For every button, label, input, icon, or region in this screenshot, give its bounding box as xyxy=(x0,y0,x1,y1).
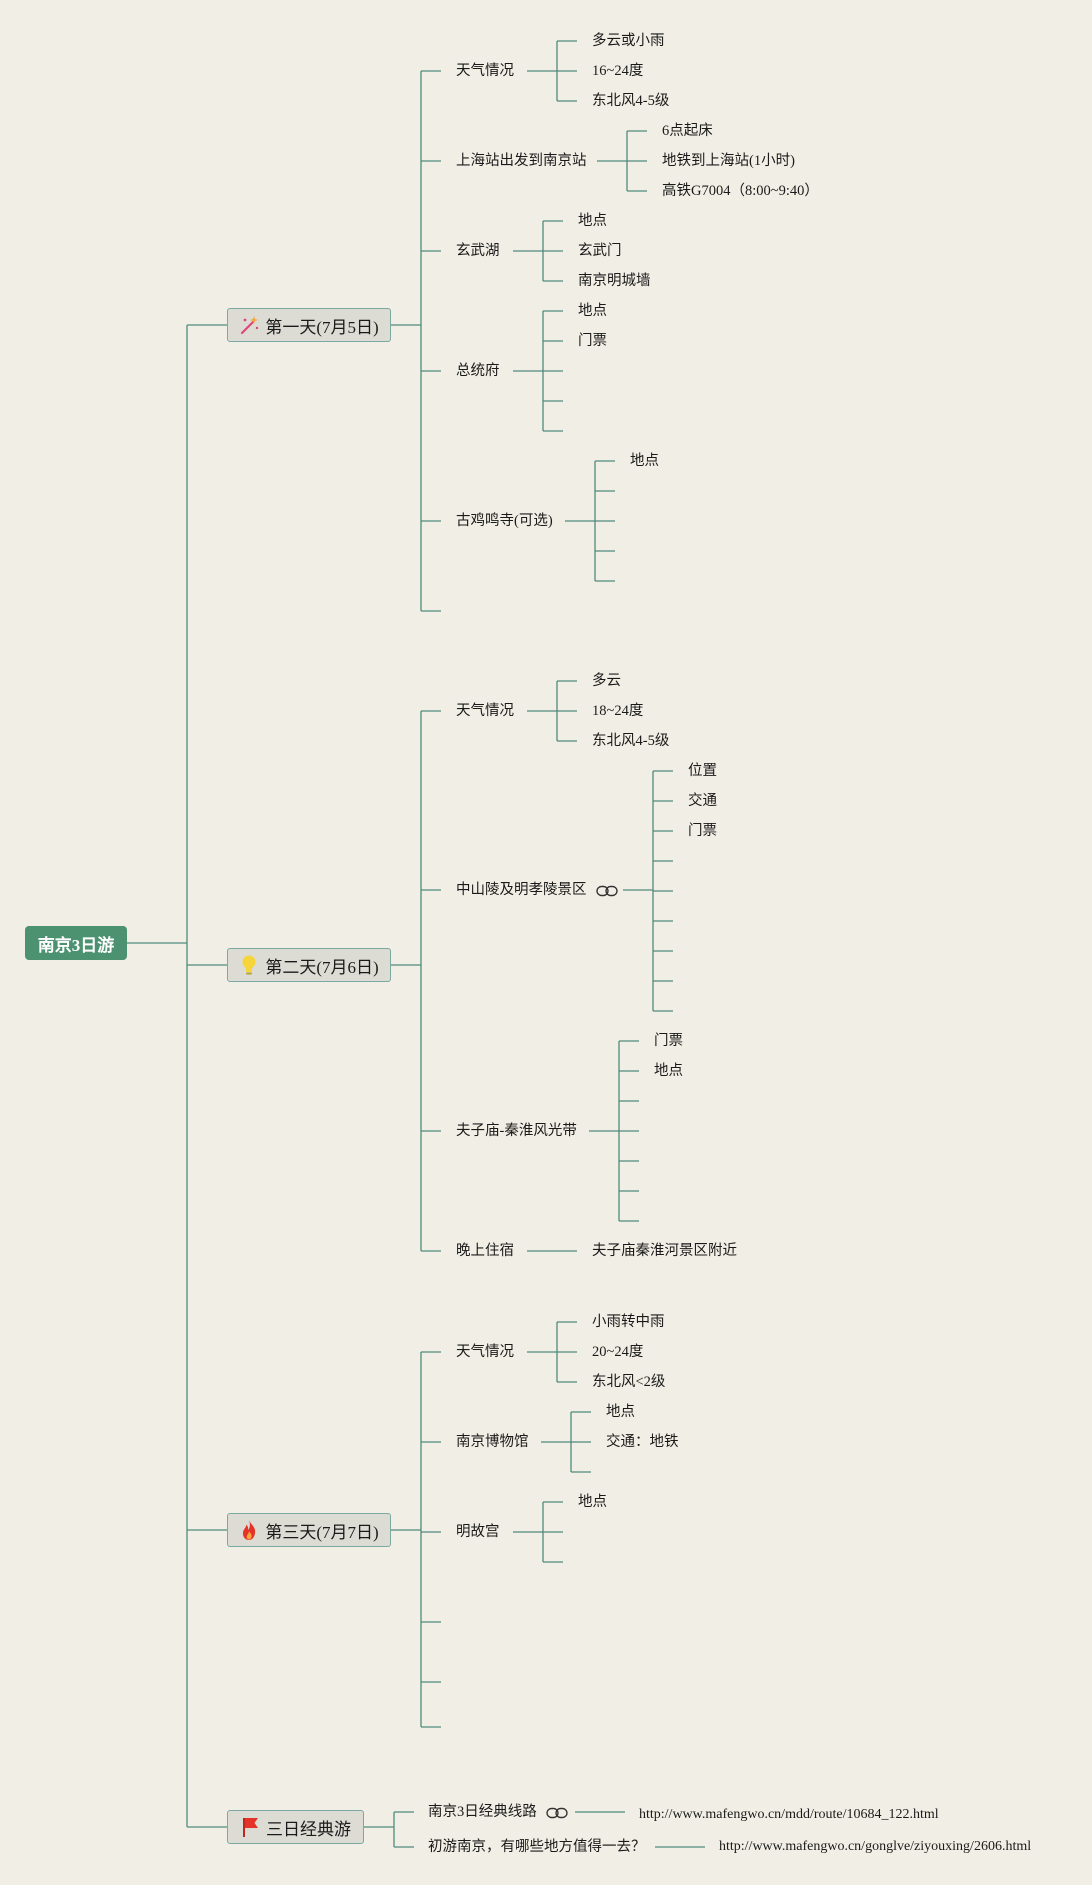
url-first-visit[interactable]: http://www.mafengwo.cn/gonglve/ziyouxing… xyxy=(719,1839,1032,1854)
fire-icon xyxy=(243,1520,256,1540)
item-d2-weather-1: 多云 xyxy=(592,673,621,689)
topic-day1-jiming-temple[interactable]: 古鸡鸣寺(可选) xyxy=(456,513,553,529)
item-d3-weather-3: 东北风<2级 xyxy=(592,1374,666,1390)
item-d2-zs-1: 位置 xyxy=(688,763,717,779)
red-flag-icon xyxy=(243,1818,258,1837)
day-4-label: 三日经典游 xyxy=(266,1819,351,1839)
item-d2-weather-3: 东北风4-5级 xyxy=(592,733,670,749)
magic-wand-icon xyxy=(241,316,259,335)
item-d3-weather-1: 小雨转中雨 xyxy=(592,1314,665,1330)
lightbulb-icon xyxy=(242,955,256,975)
item-d3-weather-2: 20~24度 xyxy=(592,1344,644,1360)
topic-day1-xuanwu-lake[interactable]: 玄武湖 xyxy=(456,243,500,259)
item-d2-zs-3: 门票 xyxy=(688,823,717,839)
topic-day2-weather[interactable]: 天气情况 xyxy=(456,703,514,719)
day-1-label: 第一天(7月5日) xyxy=(265,317,379,337)
item-d1-weather-3: 东北风4-5级 xyxy=(592,93,670,109)
topic-day2-confucius-temple[interactable]: 夫子庙-秦淮风光带 xyxy=(456,1123,577,1139)
topic-day2-zhongshan[interactable]: 中山陵及明孝陵景区 xyxy=(456,881,618,899)
item-d1-dep-3: 高铁G7004（8:00~9:40） xyxy=(662,183,819,199)
link-icon[interactable] xyxy=(546,1807,569,1819)
day-node-4[interactable]: 三日经典游 xyxy=(227,1810,364,1844)
topic-classic-route-label: 南京3日经典线路 xyxy=(428,1804,537,1820)
topic-day2-zhongshan-label: 中山陵及明孝陵景区 xyxy=(456,882,587,898)
item-d3-museum-1: 地点 xyxy=(606,1404,635,1420)
topic-day3-ming-palace[interactable]: 明故宫 xyxy=(456,1524,500,1540)
item-d1-lake-2: 玄武门 xyxy=(578,243,622,259)
root-label: 南京3日游 xyxy=(37,935,115,955)
item-d1-weather-1: 多云或小雨 xyxy=(592,33,665,49)
topic-day1-departure[interactable]: 上海站出发到南京站 xyxy=(456,153,587,169)
item-d2-lodging-1: 夫子庙秦淮河景区附近 xyxy=(592,1243,737,1259)
item-d3-museum-2: 交通：地铁 xyxy=(606,1434,679,1450)
item-d2-fz-1: 门票 xyxy=(654,1033,683,1049)
link-icon[interactable] xyxy=(596,885,618,897)
topic-day1-weather[interactable]: 天气情况 xyxy=(456,63,514,79)
item-d1-weather-2: 16~24度 xyxy=(592,63,644,79)
item-d1-temple-1: 地点 xyxy=(630,453,659,469)
day-3-label: 第三天(7月7日) xyxy=(265,1522,379,1542)
item-d2-fz-2: 地点 xyxy=(654,1063,683,1079)
topic-first-visit[interactable]: 初游南京，有哪些地方值得一去？ xyxy=(428,1839,646,1855)
item-d1-dep-1: 6点起床 xyxy=(662,123,713,139)
item-d1-lake-1: 地点 xyxy=(578,213,607,229)
topic-day3-weather[interactable]: 天气情况 xyxy=(456,1344,514,1360)
day-node-2[interactable]: 第二天(7月6日) xyxy=(227,948,391,982)
day-2-label: 第二天(7月6日) xyxy=(265,957,379,977)
topic-day1-presidential-palace[interactable]: 总统府 xyxy=(456,363,500,379)
day-node-1[interactable]: 第一天(7月5日) xyxy=(227,308,391,342)
root-node[interactable]: 南京3日游 xyxy=(25,926,127,960)
topic-day2-lodging[interactable]: 晚上住宿 xyxy=(456,1243,514,1259)
url-classic-route[interactable]: http://www.mafengwo.cn/mdd/route/10684_1… xyxy=(639,1807,939,1822)
topic-classic-route[interactable]: 南京3日经典线路 xyxy=(428,1803,569,1821)
item-d2-weather-2: 18~24度 xyxy=(592,703,644,719)
item-d1-palace-1: 地点 xyxy=(578,303,607,319)
day-node-3[interactable]: 第三天(7月7日) xyxy=(227,1513,391,1547)
item-d1-dep-2: 地铁到上海站(1小时) xyxy=(662,153,795,169)
item-d1-lake-3: 南京明城墙 xyxy=(578,273,651,289)
item-d3-palace-1: 地点 xyxy=(578,1494,607,1510)
item-d2-zs-2: 交通 xyxy=(688,793,717,809)
topic-day3-museum[interactable]: 南京博物馆 xyxy=(456,1434,529,1450)
item-d1-palace-2: 门票 xyxy=(578,333,607,349)
